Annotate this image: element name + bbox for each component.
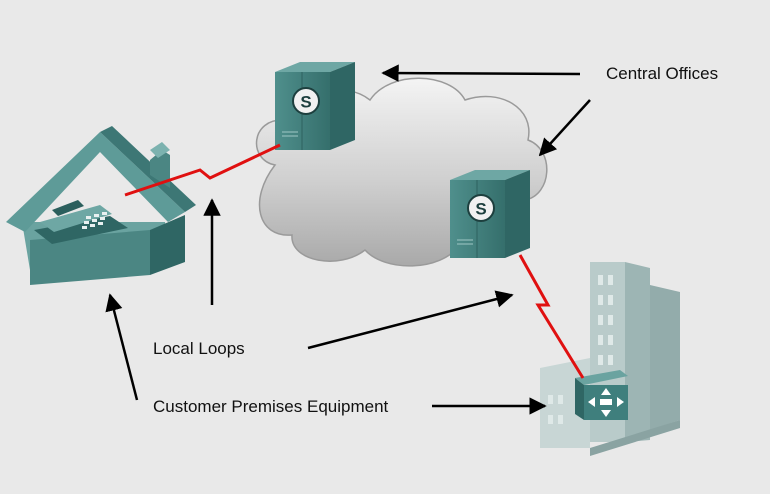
switch-label-1: S [300, 93, 311, 112]
arrow-to-house-cpe [105, 293, 139, 401]
arrows [105, 64, 591, 415]
arrow-to-central-office-1 [381, 64, 581, 82]
central-offices-label: Central Offices [606, 64, 719, 83]
office-building-icon [540, 262, 680, 456]
house-icon [6, 126, 196, 285]
central-office-switch-1 [275, 62, 355, 150]
local-loops-label: Local Loops [153, 339, 245, 358]
local-loop-line-2 [518, 254, 585, 379]
telephone-icon [34, 200, 128, 244]
central-office-switch-2 [450, 170, 530, 258]
cpe-router-icon [575, 370, 628, 420]
arrow-to-central-office-2 [538, 99, 591, 157]
arrow-to-local-loop-2 [307, 290, 514, 350]
switch-label-2: S [475, 200, 486, 219]
local-loop-line-1 [124, 143, 281, 197]
customer-premises-equipment-label: Customer Premises Equipment [153, 397, 389, 416]
